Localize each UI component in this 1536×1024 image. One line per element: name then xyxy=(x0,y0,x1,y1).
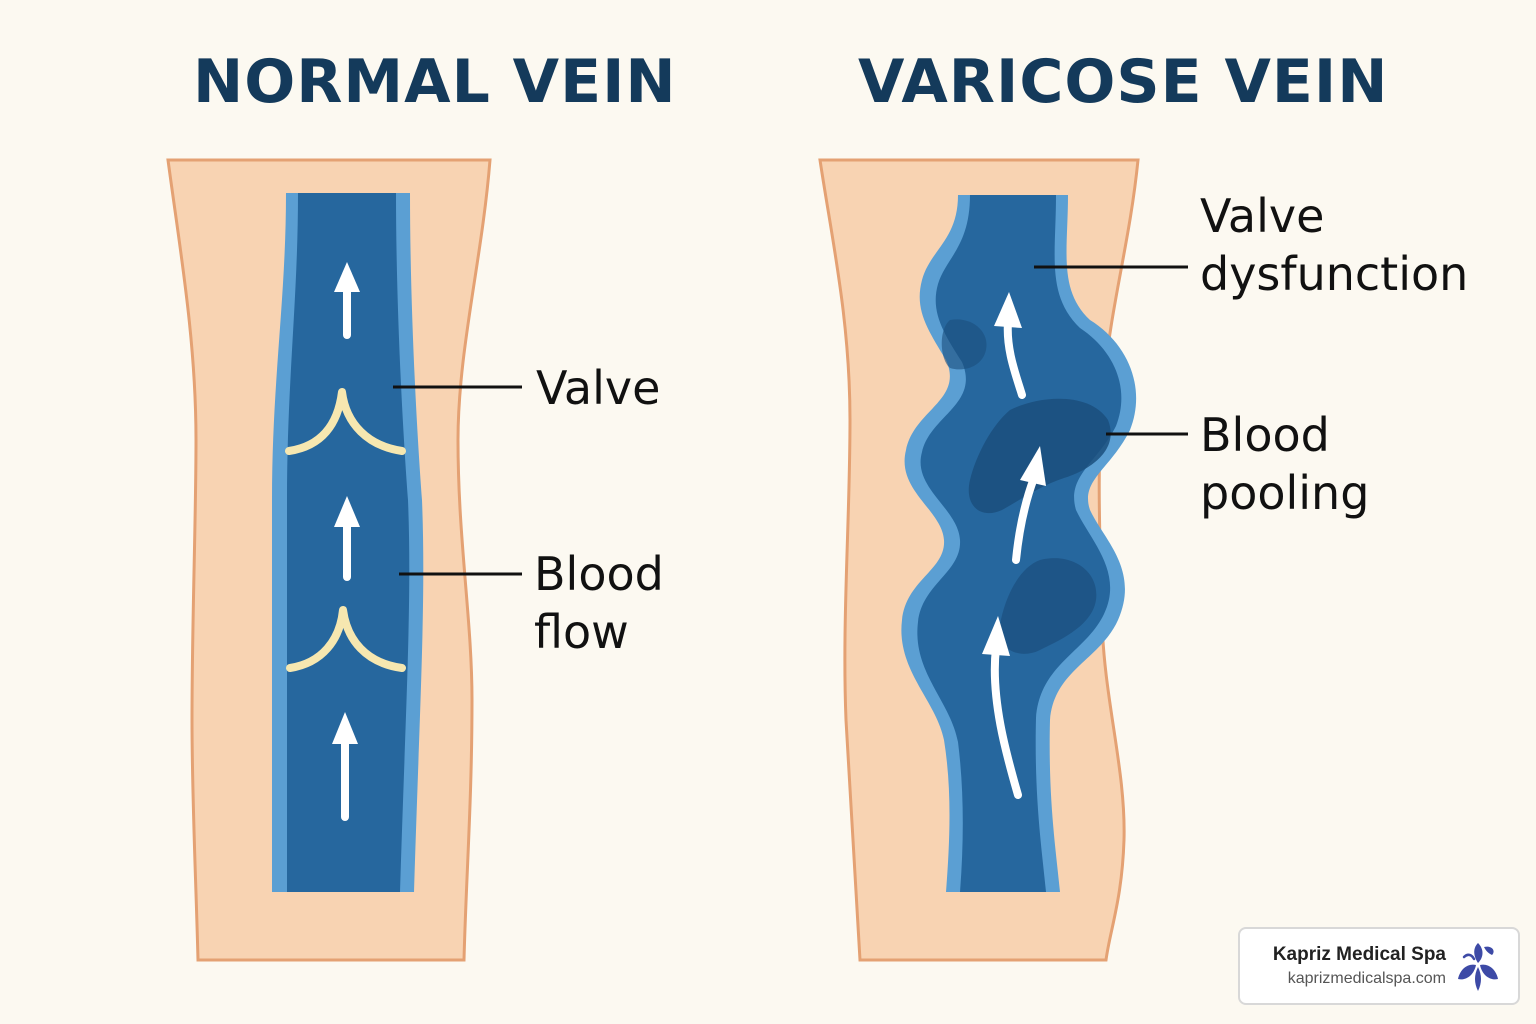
brand-url: kaprizmedicalspa.com xyxy=(1287,970,1446,987)
arrow-up-icon xyxy=(982,616,1022,799)
arrow-up-icon xyxy=(334,496,360,581)
arrow-up-icon xyxy=(1012,446,1046,564)
normal-vein-title: NORMAL VEIN xyxy=(193,47,677,117)
arrow-up-icon xyxy=(994,292,1026,399)
iris-flower-icon xyxy=(1458,943,1498,991)
blood-pooling-label-line1: Blood xyxy=(1200,408,1330,462)
valve-dysfunction-label-line2: dysfunction xyxy=(1200,247,1469,301)
normal-vein-illustration xyxy=(166,158,522,962)
arrow-up-icon xyxy=(332,712,358,821)
normal-valve-upper xyxy=(285,388,406,455)
blood-pooling-label-line2: pooling xyxy=(1200,466,1370,520)
valve-label: Valve xyxy=(536,361,661,415)
varicose-vein-illustration xyxy=(818,158,1188,962)
brand-card: Kapriz Medical Spa kaprizmedicalspa.com xyxy=(1238,927,1520,1005)
blood-pooling-region xyxy=(999,558,1097,654)
brand-name: Kapriz Medical Spa xyxy=(1272,944,1446,965)
arrow-up-icon xyxy=(334,262,360,339)
blood-pooling-region xyxy=(941,319,987,370)
blood-flow-label-line1: Blood xyxy=(534,547,664,601)
varicose-vein-title: VARICOSE VEIN xyxy=(858,47,1389,117)
normal-valve-lower xyxy=(286,606,406,672)
blood-flow-label-line2: flow xyxy=(534,605,629,659)
valve-dysfunction-label-line1: Valve xyxy=(1200,189,1325,243)
